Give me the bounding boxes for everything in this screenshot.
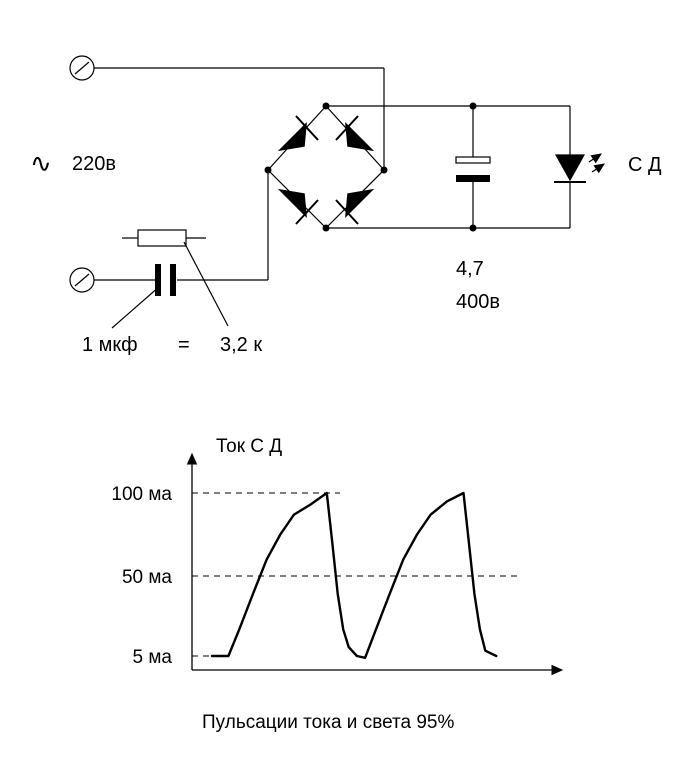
diode-upper-right — [335, 115, 375, 152]
parallel-resistor — [122, 229, 206, 247]
capacitor-value-label: 1 мкф — [82, 334, 138, 356]
filter-cap-value-label: 4,7 — [456, 258, 484, 280]
diode-bridge — [267, 105, 385, 229]
ac-voltage-label: 220в — [72, 153, 116, 175]
filter-capacitor — [455, 106, 491, 228]
resistor-leader — [183, 241, 229, 327]
junction-dots — [264, 102, 477, 232]
chart-reference-lines — [192, 492, 520, 657]
led-label: С Д — [628, 154, 662, 176]
resistor-value-label: 3,2 к — [220, 334, 262, 356]
diode-upper-left — [277, 115, 319, 152]
series-capacitor — [155, 264, 176, 296]
chart-y-tick-label: 50 ма — [122, 567, 172, 588]
diode-lower-left — [277, 188, 319, 225]
chart-series-line — [210, 491, 498, 659]
capacitor-leader — [111, 285, 161, 329]
circuit — [69, 55, 605, 329]
chart-caption: Пульсации тока и света 95% — [202, 712, 454, 733]
bridge-diodes — [277, 115, 375, 225]
chart-y-tick-labels: 100 ма 50 ма 5 ма — [111, 484, 172, 668]
terminal-bottom — [69, 267, 95, 293]
chart-y-tick-label: 5 ма — [133, 647, 173, 668]
chart-y-tick-label: 100 ма — [111, 484, 172, 505]
ac-symbol: ∿ — [30, 148, 52, 178]
filter-cap-voltage-label: 400в — [456, 291, 500, 313]
diode-lower-right — [335, 188, 375, 225]
current-ripple-chart: 100 ма 50 ма 5 ма Ток С Д — [111, 436, 564, 676]
terminal-top — [69, 55, 95, 81]
equals-label: = — [178, 334, 190, 356]
led — [554, 106, 605, 228]
chart-y-label: Ток С Д — [216, 436, 282, 457]
